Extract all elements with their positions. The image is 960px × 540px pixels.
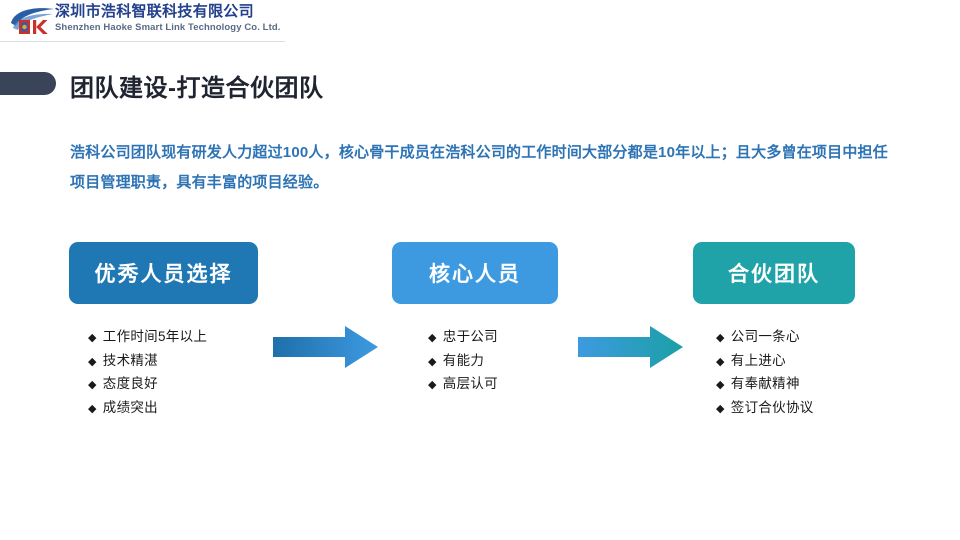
flow-stage-box-1[interactable]: 优秀人员选择 [69,242,258,304]
list-item: ◆ 有上进心 [716,350,814,374]
diamond-bullet-icon: ◆ [88,355,97,368]
list-item: ◆ 有奉献精神 [716,373,814,397]
diamond-bullet-icon: ◆ [716,379,725,391]
list-item: ◆ 工作时间5年以上 [88,326,207,350]
company-name-en: Shenzhen Haoke Smart Link Technology Co.… [55,22,281,33]
diamond-bullet-icon: ◆ [716,402,725,415]
flow-stage-2-bullet-list: ◆ 忠于公司 ◆ 有能力 ◆ 高层认可 [428,326,498,397]
list-item: ◆ 技术精湛 [88,350,207,374]
list-item-label: 态度良好 [102,376,158,391]
arrow-stage1-to-stage2-icon [273,326,378,373]
list-item-label: 高层认可 [442,376,498,391]
title-accent-pill [0,72,56,95]
diamond-bullet-icon: ◆ [716,355,725,368]
intro-paragraph: 浩科公司团队现有研发人力超过100人，核心骨干成员在浩科公司的工作时间大部分都是… [70,144,888,191]
list-item-label: 公司一条心 [730,329,800,344]
list-item: ◆ 态度良好 [88,373,207,397]
list-item-label: 签订合伙协议 [730,399,814,415]
list-item-label: 工作时间5年以上 [102,329,208,344]
header-divider [0,41,285,42]
list-item-label: 有奉献精神 [730,376,800,391]
list-item: ◆ 签订合伙协议 [716,397,814,421]
company-name-cn: 深圳市浩科智联科技有限公司 [55,3,254,20]
page-title: 团队建设-打造合伙团队 [70,75,324,102]
diamond-bullet-icon: ◆ [88,332,97,344]
flow-stage-1-bullet-list: ◆ 工作时间5年以上 ◆ 技术精湛 ◆ 态度良好 ◆ 成绩突出 [88,326,207,420]
arrow-stage2-to-stage3-icon [578,326,683,373]
diamond-bullet-icon: ◆ [428,332,437,344]
diamond-bullet-icon: ◆ [88,402,97,415]
company-logo-icon [8,4,68,40]
list-item: ◆ 有能力 [428,350,498,374]
list-item-label: 成绩突出 [102,399,158,415]
list-item: ◆ 忠于公司 [428,326,498,350]
diamond-bullet-icon: ◆ [716,332,725,344]
slide-header: 深圳市浩科智联科技有限公司 Shenzhen Haoke Smart Link … [0,0,960,42]
flow-stage-box-2[interactable]: 核心人员 [392,242,558,304]
list-item: ◆ 成绩突出 [88,397,207,421]
list-item: ◆ 高层认可 [428,373,498,397]
flow-stage-3-bullet-list: ◆ 公司一条心 ◆ 有上进心 ◆ 有奉献精神 ◆ 签订合伙协议 [716,326,814,420]
list-item-label: 技术精湛 [102,352,158,368]
list-item: ◆ 公司一条心 [716,326,814,350]
diamond-bullet-icon: ◆ [88,379,97,391]
diamond-bullet-icon: ◆ [428,355,437,368]
diamond-bullet-icon: ◆ [428,379,437,391]
list-item-label: 有能力 [442,352,485,368]
flow-stage-box-3[interactable]: 合伙团队 [693,242,855,304]
list-item-label: 忠于公司 [442,329,498,344]
list-item-label: 有上进心 [730,352,786,368]
company-name-block: 深圳市浩科智联科技有限公司 Shenzhen Haoke Smart Link … [55,2,295,42]
